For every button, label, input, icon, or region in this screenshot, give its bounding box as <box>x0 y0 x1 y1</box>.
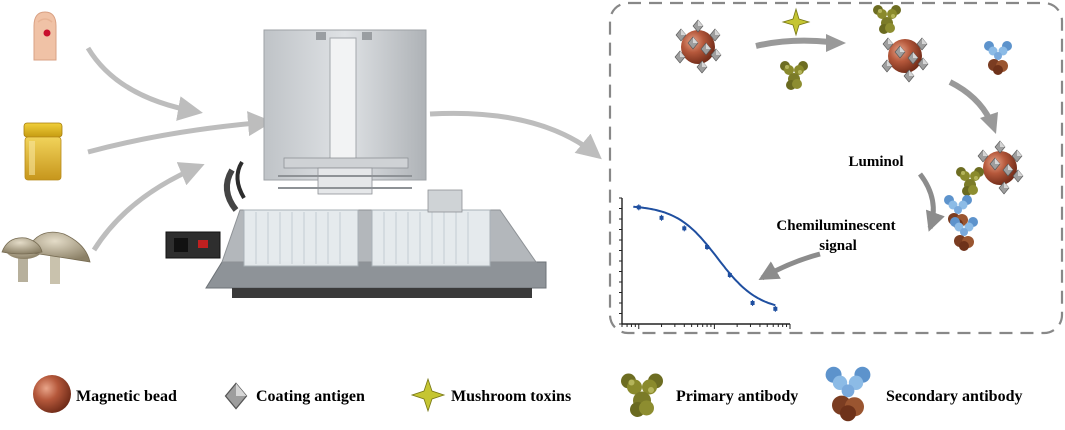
arrow-signal-to-chart <box>758 251 821 281</box>
chart-data-point <box>682 226 687 231</box>
chart-data-points <box>636 204 778 312</box>
arrow-step2 <box>948 79 998 134</box>
chemiluminescent-label-line2: signal <box>819 238 857 254</box>
arrow-urine-to-device <box>87 111 273 155</box>
chart-data-point <box>659 215 664 220</box>
arrow-finger-to-device <box>85 46 203 121</box>
sample-arrows <box>85 46 273 252</box>
bead-complex-step3 <box>944 140 1024 251</box>
coating-antigen-icon <box>224 382 248 410</box>
secondary-antibody-icon <box>825 366 871 422</box>
primary-antibody-icon <box>621 373 663 417</box>
chart-data-point <box>636 205 641 210</box>
mushroom-sample-icon <box>1 231 91 284</box>
legend-label-secondary-antibody: Secondary antibody <box>886 388 1022 405</box>
chart-data-point <box>727 273 732 277</box>
legend-label-mushroom-toxins: Mushroom toxins <box>451 388 571 405</box>
chart-data-point <box>705 245 710 249</box>
analyzer-instrument <box>165 29 547 298</box>
chart-fit-curve <box>633 205 776 307</box>
arrow-step1 <box>755 34 846 52</box>
mushroom-toxin-icon <box>410 377 446 413</box>
calibration-curve-chart <box>619 197 791 329</box>
legend-item-primary-antibody: Primary antibody <box>621 373 798 417</box>
legend-item-secondary-antibody: Secondary antibody <box>825 366 1022 422</box>
chart-x-ticks <box>621 324 791 329</box>
chart-y-ticks <box>619 197 622 325</box>
reagent-rack-left <box>243 209 359 267</box>
assay-panel-border <box>608 1 1064 335</box>
legend-label-primary-antibody: Primary antibody <box>676 388 798 405</box>
chemiluminescent-label-line1: Chemiluminescent <box>776 218 895 234</box>
finger-blood-icon <box>33 11 57 61</box>
primary-antibody-step1 <box>780 61 808 90</box>
legend-item-coating-antigen: Coating antigen <box>224 382 365 410</box>
toxin-star-step1 <box>781 7 811 37</box>
secondary-antibody-step2 <box>984 41 1012 75</box>
bead-with-antigens-step1 <box>674 19 722 74</box>
legend: Magnetic bead Coating antigen Mushroom t… <box>33 366 1022 422</box>
arrow-device-to-assay <box>429 110 602 160</box>
chart-data-point <box>750 301 755 305</box>
legend-label-coating-antigen: Coating antigen <box>256 388 365 405</box>
legend-label-magnetic-bead: Magnetic bead <box>76 388 177 405</box>
chart-data-point <box>773 306 778 311</box>
bead-with-primary-antibody-step2 <box>873 5 929 83</box>
luminol-label: Luminol <box>848 154 903 170</box>
urine-sample-icon <box>23 122 63 181</box>
arrow-mushroom-to-device <box>91 162 205 252</box>
magnetic-bead-icon <box>33 375 71 413</box>
legend-item-mushroom-toxins: Mushroom toxins <box>410 377 571 413</box>
legend-item-magnetic-bead: Magnetic bead <box>33 375 177 413</box>
arrow-luminol <box>917 172 945 232</box>
reagent-rack-right <box>371 209 491 267</box>
